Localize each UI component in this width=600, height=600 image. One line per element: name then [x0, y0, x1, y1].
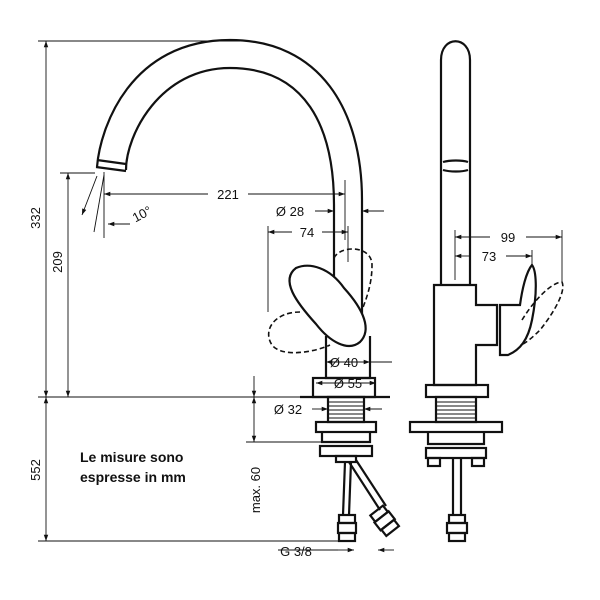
side-lever-alt [519, 281, 564, 346]
label-99: 99 [501, 230, 515, 245]
lever [288, 264, 367, 348]
side-aerator [442, 159, 469, 173]
side-base [424, 383, 490, 399]
hose-nut-left [337, 531, 357, 543]
dimension-labels: 332 209 552 221 10° Ø 28 74 Ø 40 Ø 55 Ø … [28, 187, 515, 559]
label-max60: max. 60 [248, 467, 263, 513]
side-view [408, 40, 564, 543]
dimensions [38, 40, 563, 553]
units-note: Le misure sono espresse in mm [80, 447, 186, 487]
nut [318, 444, 374, 458]
lever-alt-down [267, 311, 331, 354]
mount-bracket [320, 432, 372, 444]
units-note-line1: Le misure sono [80, 449, 184, 465]
label-thread: G 3/8 [280, 544, 312, 559]
label-73: 73 [482, 249, 496, 264]
label-angle: 10° [130, 203, 154, 225]
label-dia40: Ø 40 [330, 355, 358, 370]
label-221: 221 [217, 187, 239, 202]
lever-alt-up [333, 248, 373, 316]
label-74: 74 [300, 225, 314, 240]
label-552: 552 [28, 459, 43, 481]
mount-plate [314, 420, 378, 434]
hose-fitting-left [337, 513, 357, 525]
hose-left [341, 461, 353, 516]
label-dia55: Ø 55 [334, 376, 362, 391]
label-209: 209 [50, 251, 65, 273]
side-nut [424, 446, 488, 460]
nut-small [334, 454, 358, 464]
label-dia32: Ø 32 [274, 402, 302, 417]
spout-tip [95, 158, 127, 173]
hose-end-left [336, 521, 358, 535]
front-view [95, 38, 401, 543]
side-spout [439, 40, 472, 285]
hose-right [348, 459, 387, 511]
label-332: 332 [28, 207, 43, 229]
label-dia28: Ø 28 [276, 204, 304, 219]
side-hose [451, 458, 463, 515]
side-body [432, 283, 499, 387]
spout-inner [124, 66, 336, 338]
units-note-line2: espresse in mm [80, 469, 186, 485]
spout-outer [95, 38, 364, 338]
side-bracket [426, 432, 486, 446]
side-mount-plate [408, 420, 504, 434]
side-lever [498, 263, 537, 357]
